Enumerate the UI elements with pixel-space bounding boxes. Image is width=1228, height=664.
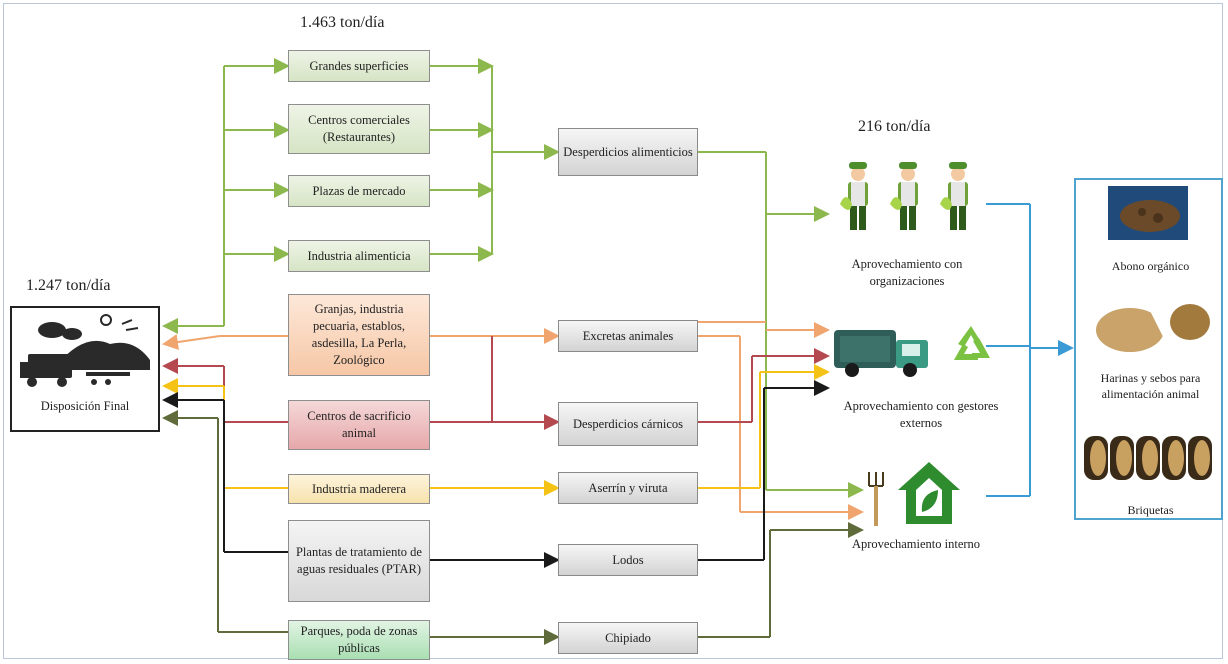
- residue-aserrin-viruta: Aserrín y viruta: [558, 472, 698, 504]
- pitchfork-icon: [868, 472, 884, 526]
- source-granjas: Granjas, industria pecuaria, establos, a…: [288, 294, 430, 376]
- olive-flow: [162, 410, 864, 645]
- residue-lodos: Lodos: [558, 544, 698, 576]
- black-flow: [162, 380, 830, 568]
- dest-organizaciones-label: Aprovechamiento con organizaciones: [851, 257, 963, 288]
- compost-icon: [1108, 186, 1188, 240]
- source-ptar: Plantas de tratamiento de aguas residual…: [288, 520, 430, 602]
- product-briquetas-label: Briquetas: [1127, 503, 1174, 517]
- blue-flow: [986, 203, 1074, 497]
- garbage-truck-icon: [834, 330, 928, 377]
- dest-interno-label: Aprovechamiento interno: [851, 537, 981, 551]
- source-industria-maderera: Industria maderera: [288, 474, 430, 504]
- disposal-box: Disposición Final: [10, 306, 160, 432]
- dest-gestores-label: Aprovechamiento con gestores externos: [843, 399, 999, 430]
- recycler-worker-icon: [840, 162, 968, 230]
- product-harinas-label: Harinas y sebos para alimentación animal: [1100, 371, 1201, 401]
- disposal-label: Disposición Final: [40, 399, 130, 413]
- residue-chipiado: Chipiado: [558, 622, 698, 654]
- source-plazas-de-mercado: Plazas de mercado: [288, 175, 430, 207]
- source-parques: Parques, poda de zonas públicas: [288, 620, 430, 660]
- recycle-icon: [954, 326, 990, 360]
- briquettes-icon: [1084, 436, 1212, 480]
- residue-excretas-animales: Excretas animales: [558, 320, 698, 352]
- residue-desperdicios-alimenticios: Desperdicios alimenticios: [558, 128, 698, 176]
- orange-flow: [162, 321, 864, 520]
- yellow-flow: [162, 364, 830, 496]
- green-house-icon: [898, 462, 960, 524]
- residue-desperdicios-carnicos: Desperdicios cárnicos: [558, 402, 698, 446]
- waste-truck-icon: [20, 314, 150, 387]
- product-abono-label: Abono orgánico: [1111, 259, 1190, 273]
- utilization-total: 216 ton/día: [858, 118, 931, 135]
- source-centros-comerciales: Centros comerciales (Restaurantes): [288, 104, 430, 154]
- source-centros-sacrificio: Centros de sacrificio animal: [288, 400, 430, 450]
- source-grandes-superficies: Grandes superficies: [288, 50, 430, 82]
- red-flow: [162, 336, 830, 430]
- products-box: Abono orgánico Harinas y sebos para alim…: [1074, 178, 1223, 520]
- source-industria-alimenticia: Industria alimenticia: [288, 240, 430, 272]
- disposal-total: 1.247 ton/día: [26, 277, 111, 294]
- animal-feed-icon: [1096, 304, 1210, 352]
- generation-total: 1.463 ton/día: [300, 14, 385, 31]
- green-flow: [162, 58, 864, 498]
